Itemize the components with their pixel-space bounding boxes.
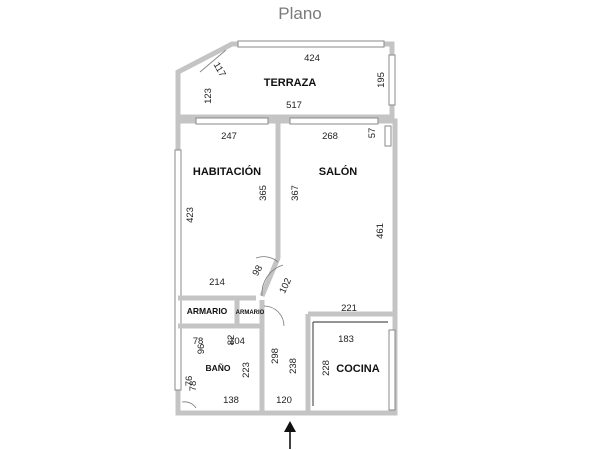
room-label-cocina: COCINA — [336, 363, 379, 375]
salon-window — [289, 117, 379, 125]
dim-salon-bottom: 221 — [341, 303, 357, 314]
room-label-salon: SALÓN — [319, 165, 358, 178]
dim-bano-c: 82 — [226, 335, 237, 346]
dim-bano-b: 96 — [196, 344, 207, 355]
dim-bano-d: 104 — [229, 336, 245, 347]
terraza-window-top — [237, 40, 385, 48]
dim-cocina-top: 183 — [338, 334, 354, 345]
dim-hab-left: 423 — [185, 207, 196, 223]
dim-hab-right: 365 — [258, 185, 269, 201]
room-label-habitacion: HABITACIÓN — [193, 165, 261, 178]
dim-cocina-left: 228 — [321, 360, 332, 376]
dim-terraza-top: 424 — [304, 53, 320, 64]
dim-pasillo-left: 298 — [270, 348, 281, 364]
dim-bano-f: 78 — [188, 381, 199, 392]
hab-side-window — [174, 149, 182, 391]
room-label-terraza: TERRAZA — [264, 77, 317, 89]
hab-salon-wall — [259, 121, 281, 297]
room-label-armario: ARMARIO — [187, 306, 228, 316]
dim-salon-step: 57 — [367, 128, 378, 139]
dim-terraza-bottom: 517 — [286, 100, 302, 111]
dim-salon-left: 367 — [290, 185, 301, 201]
dim-bano-right: 223 — [241, 362, 252, 378]
dim-salon-top: 268 — [322, 131, 338, 142]
hab-window — [195, 117, 269, 125]
dim-hab-bottom: 214 — [209, 277, 225, 288]
dim-pasillo-bottom: 120 — [276, 395, 292, 406]
hab-door-swing — [255, 256, 279, 263]
salon-step-window — [384, 125, 392, 147]
dim-bano-e: 76 — [184, 376, 195, 387]
dim-salon-right: 461 — [375, 223, 386, 239]
cocina-window — [388, 329, 396, 411]
dim-bano-a: 78 — [193, 336, 204, 347]
pasillo-door-swing — [263, 305, 285, 327]
arrow-up-icon — [284, 421, 296, 449]
terraza-window-diag — [199, 49, 227, 73]
bano-door-swing — [181, 401, 197, 409]
salon-door-swing — [261, 264, 284, 297]
dim-terraza-right: 195 — [376, 72, 387, 88]
dim-salon-door: 102 — [277, 276, 294, 295]
dim-hab-top: 247 — [221, 131, 237, 142]
dim-bano-bottom: 138 — [223, 395, 239, 406]
dim-pasillo-right: 238 — [288, 358, 299, 374]
dim-terraza-diag: 117 — [211, 60, 228, 79]
room-label-armario-small: ARMARIO — [236, 310, 265, 316]
dim-hab-door: 98 — [250, 263, 265, 278]
room-label-bano: BAÑO — [205, 363, 230, 373]
page-title: Plano — [278, 4, 322, 23]
dim-terraza-left: 123 — [203, 88, 214, 104]
terraza-window-right — [388, 54, 396, 106]
